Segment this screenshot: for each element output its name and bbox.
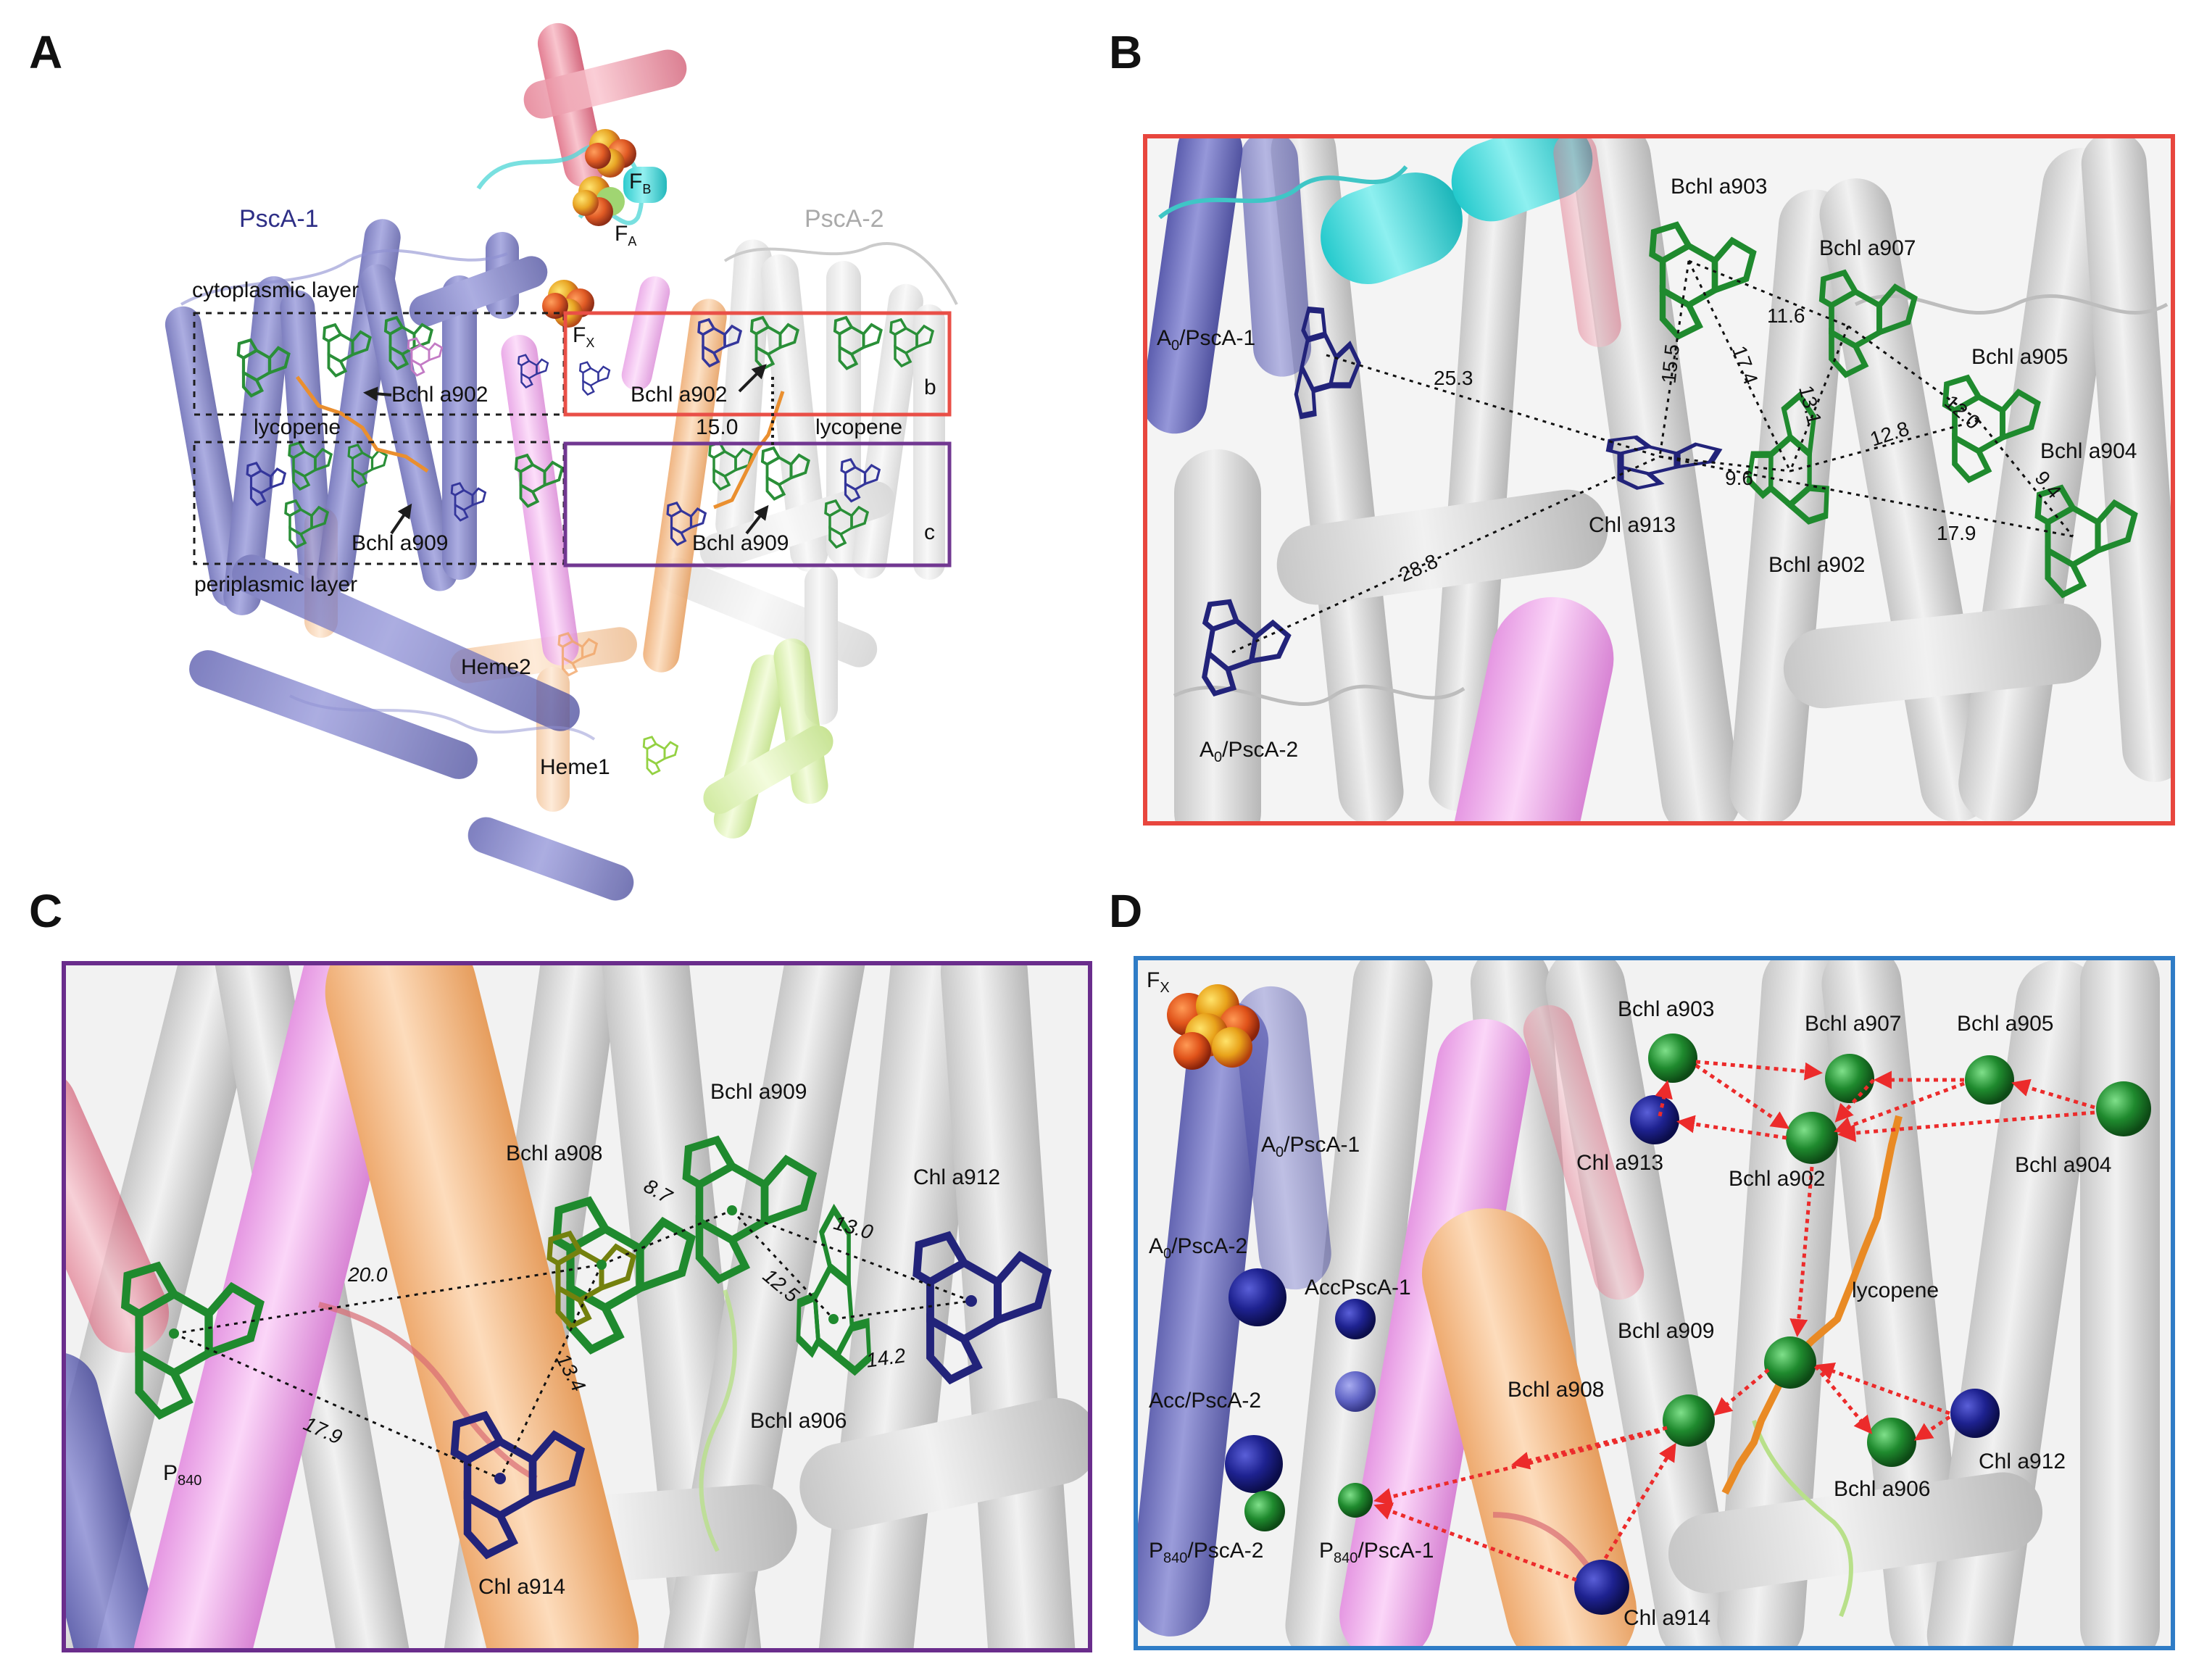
panel-letter-a: A — [29, 26, 63, 78]
dist-15-5: 15.5 — [1657, 343, 1684, 385]
label-fa: FA — [615, 222, 637, 249]
dist-25-3: 25.3 — [1434, 367, 1473, 389]
label-chl-a912-c: Chl a912 — [913, 1165, 1001, 1189]
dist-9-6: 9.6 — [1725, 467, 1753, 489]
pigment-spheres — [1225, 1034, 2151, 1615]
label-bchl-a904-b: Bchl a904 — [2040, 439, 2137, 463]
label-bchl-a908-d: Bchl a908 — [1508, 1378, 1605, 1402]
label-bchl-a902-right: Bchl a902 — [631, 383, 728, 407]
label-bchl-a904-d: Bchl a904 — [2015, 1153, 2112, 1177]
panel-a-structure — [165, 22, 958, 901]
label-fx: FX — [573, 323, 595, 350]
label-a0-psca-1-d: A0/PscA-1 — [1261, 1133, 1360, 1160]
label-bchl-a902-left: Bchl a902 — [391, 383, 488, 407]
label-bchl-a905-d: Bchl a905 — [1957, 1012, 2054, 1036]
label-bchl-a903-b: Bchl a903 — [1671, 175, 1768, 199]
label-bchl-a907-d: Bchl a907 — [1805, 1012, 1902, 1036]
label-bchl-a907-b: Bchl a907 — [1819, 236, 1916, 260]
label-acc-psca-2-d: Acc/PscA-2 — [1149, 1389, 1262, 1413]
label-heme1: Heme1 — [540, 755, 610, 779]
label-lycopene-left: lycopene — [254, 415, 341, 439]
label-box-c: c — [924, 520, 935, 544]
label-bchl-a902-b: Bchl a902 — [1768, 553, 1866, 577]
label-a0-psca-1-b: A0/PscA-1 — [1157, 326, 1256, 354]
label-heme2: Heme2 — [461, 655, 531, 679]
label-accpsca-1-d: AccPscA-1 — [1305, 1276, 1411, 1299]
label-fx-d: FX — [1147, 968, 1170, 996]
fb-cluster — [585, 129, 636, 178]
label-chl-a914-d: Chl a914 — [1623, 1606, 1711, 1630]
panel-b-frame — [1143, 134, 2175, 826]
fx-cluster-d — [1167, 984, 1260, 1070]
panel-letter-b: B — [1109, 26, 1143, 78]
dist-20-0: 20.0 — [348, 1263, 388, 1286]
label-a0-psca-2-b: A0/PscA-2 — [1200, 738, 1299, 765]
label-bchl-a909-right: Bchl a909 — [692, 531, 789, 555]
panel-letter-d: D — [1109, 885, 1143, 937]
label-bchl-a908-c: Bchl a908 — [506, 1142, 603, 1165]
panel-c-frame — [62, 961, 1092, 1652]
label-bchl-a905-b: Bchl a905 — [1971, 345, 2069, 369]
panel-d-frame — [1134, 956, 2175, 1650]
panel-d-structure — [1136, 958, 2173, 1648]
fa-cluster — [573, 176, 625, 226]
label-box-b: b — [924, 375, 936, 399]
label-bchl-a909-d: Bchl a909 — [1618, 1319, 1715, 1343]
label-bchl-a902-d: Bchl a902 — [1729, 1167, 1826, 1191]
label-psca-1: PscA-1 — [239, 205, 319, 233]
label-distance-15-0: 15.0 — [696, 415, 739, 439]
label-a0-psca-2-d: A0/PscA-2 — [1149, 1234, 1248, 1262]
label-bchl-a909-c: Bchl a909 — [710, 1080, 807, 1104]
label-p840-psca-2-d: P840/PscA-2 — [1149, 1539, 1264, 1566]
label-cytoplasmic-layer: cytoplasmic layer — [192, 278, 359, 302]
label-bchl-a906-c: Bchl a906 — [750, 1409, 847, 1433]
label-chl-a913-b: Chl a913 — [1589, 513, 1676, 537]
label-p840-c: P840 — [163, 1461, 202, 1489]
label-psca-2: PscA-2 — [805, 205, 884, 233]
label-chl-a913-d: Chl a913 — [1576, 1151, 1664, 1175]
panel-b-structure — [1145, 136, 2173, 823]
label-p840-psca-1-d: P840/PscA-1 — [1319, 1539, 1434, 1566]
dist-11-6: 11.6 — [1767, 304, 1805, 327]
panel-letter-c: C — [29, 885, 63, 937]
dist-17-9-b: 17.9 — [1937, 522, 1976, 544]
label-lycopene-d: lycopene — [1852, 1278, 1940, 1302]
label-bchl-a909-left: Bchl a909 — [352, 531, 449, 555]
panel-c-structure — [64, 963, 1090, 1650]
label-bchl-a906-d: Bchl a906 — [1834, 1477, 1931, 1501]
label-fb: FB — [629, 170, 652, 196]
label-periplasmic-layer: periplasmic layer — [194, 573, 358, 596]
label-chl-a912-d: Chl a912 — [1979, 1450, 2066, 1473]
fx-cluster — [542, 280, 594, 328]
label-chl-a914-c: Chl a914 — [478, 1575, 566, 1599]
label-bchl-a903-d: Bchl a903 — [1618, 997, 1715, 1021]
label-lycopene-right: lycopene — [815, 415, 903, 439]
